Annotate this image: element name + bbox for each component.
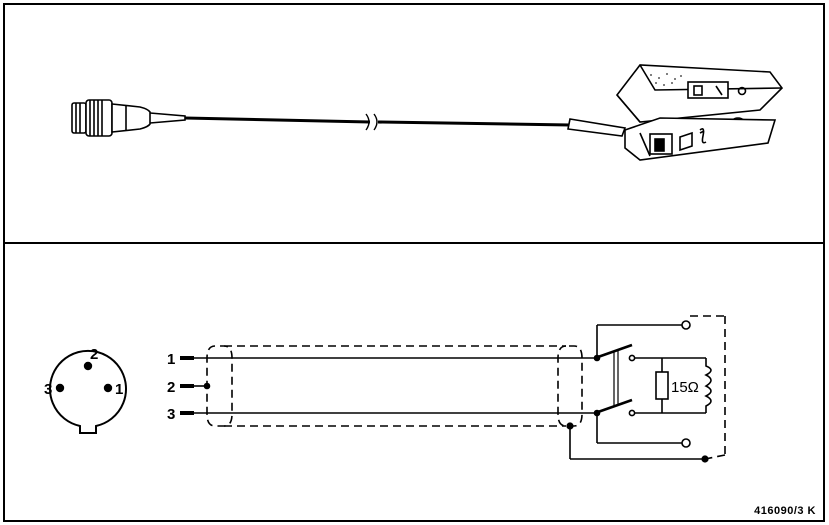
coil: [704, 358, 712, 413]
cable-line: [184, 113, 571, 131]
pin-1-label: 1: [115, 381, 123, 398]
reference-code: 416090/3 K: [754, 505, 816, 517]
pin-2-dot: [83, 361, 93, 371]
connector-plug-icon: [71, 99, 186, 137]
clamp-probe-icon: [615, 64, 784, 161]
cable-shield: [206, 345, 583, 427]
drawing-frame: [3, 3, 825, 522]
wire-3-label: 3: [167, 406, 175, 423]
resistor: [655, 371, 669, 400]
pin-1-dot: [103, 383, 113, 393]
pin-3-dot: [55, 383, 65, 393]
cable-assembly-illustration: [71, 64, 784, 161]
resistor-label: 15Ω: [671, 379, 699, 396]
wire-1-label: 1: [167, 351, 175, 368]
wire-2-label: 2: [167, 379, 175, 396]
pin-2-label: 2: [90, 346, 98, 363]
wiring-schematic: 1 2 3: [167, 315, 726, 463]
pin-3-label: 3: [44, 381, 52, 398]
connector-face-diagram: 2 3 1: [44, 346, 127, 434]
